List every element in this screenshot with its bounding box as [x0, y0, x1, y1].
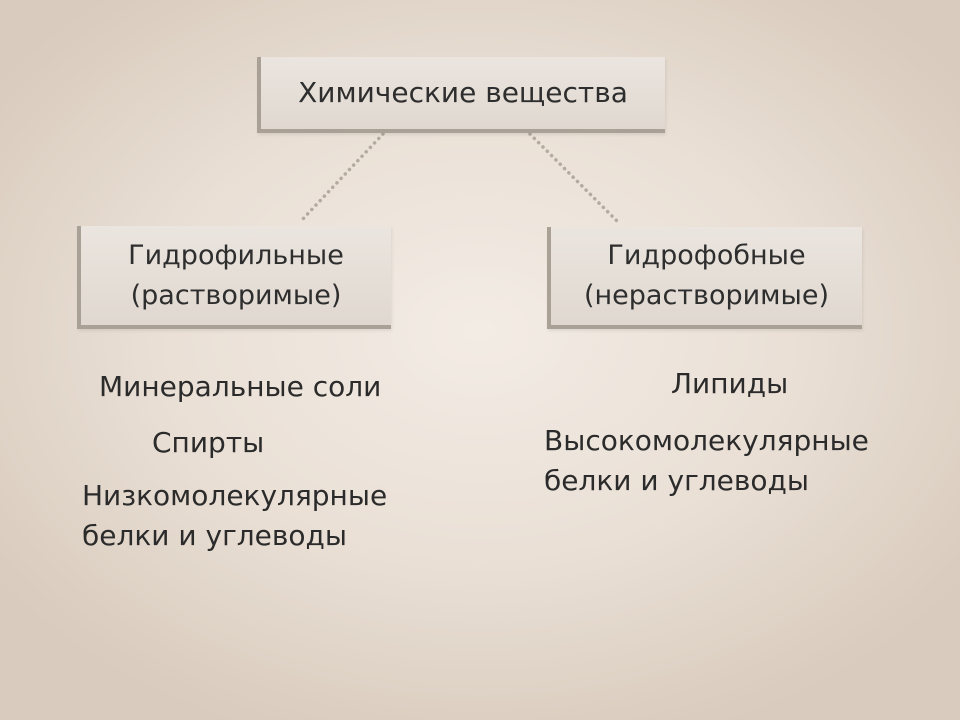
example-line: Низкомолекулярные [82, 479, 388, 512]
hydrophilic-node: Гидрофильные (растворимые) [77, 226, 391, 329]
example-line: белки и углеводы [82, 518, 348, 552]
hydrophobic-example-lipids: Липиды [671, 364, 788, 404]
root-node: Химические вещества [257, 57, 665, 133]
example-line: Минеральные соли [99, 370, 382, 403]
hydrophilic-example-alcohols: Спирты [152, 423, 264, 463]
hydrophobic-node: Гидрофобные (нерастворимые) [547, 227, 862, 329]
hydrophobic-node-title: Гидрофобные [607, 240, 806, 272]
example-line: белки и углеводы [544, 463, 810, 497]
example-line: Липиды [671, 367, 789, 400]
hydrophilic-node-subtitle: (растворимые) [130, 279, 342, 311]
connector-root-to-hydrophobic [528, 132, 620, 224]
example-line: Спирты [152, 426, 265, 459]
hydrophobic-example-high-molecular: Высокомолекулярные белки и углеводы [544, 421, 869, 501]
root-node-label: Химические вещества [298, 76, 628, 110]
example-line: Высокомолекулярные [544, 424, 869, 457]
hydrophilic-node-title: Гидрофильные [128, 239, 344, 271]
hydrophilic-example-mineral-salts: Минеральные соли [99, 367, 381, 407]
connector-root-to-hydrophilic [298, 132, 385, 224]
hydrophobic-node-subtitle: (нерастворимые) [583, 280, 829, 311]
hydrophilic-example-low-molecular: Низкомолекулярные белки и углеводы [82, 476, 387, 556]
